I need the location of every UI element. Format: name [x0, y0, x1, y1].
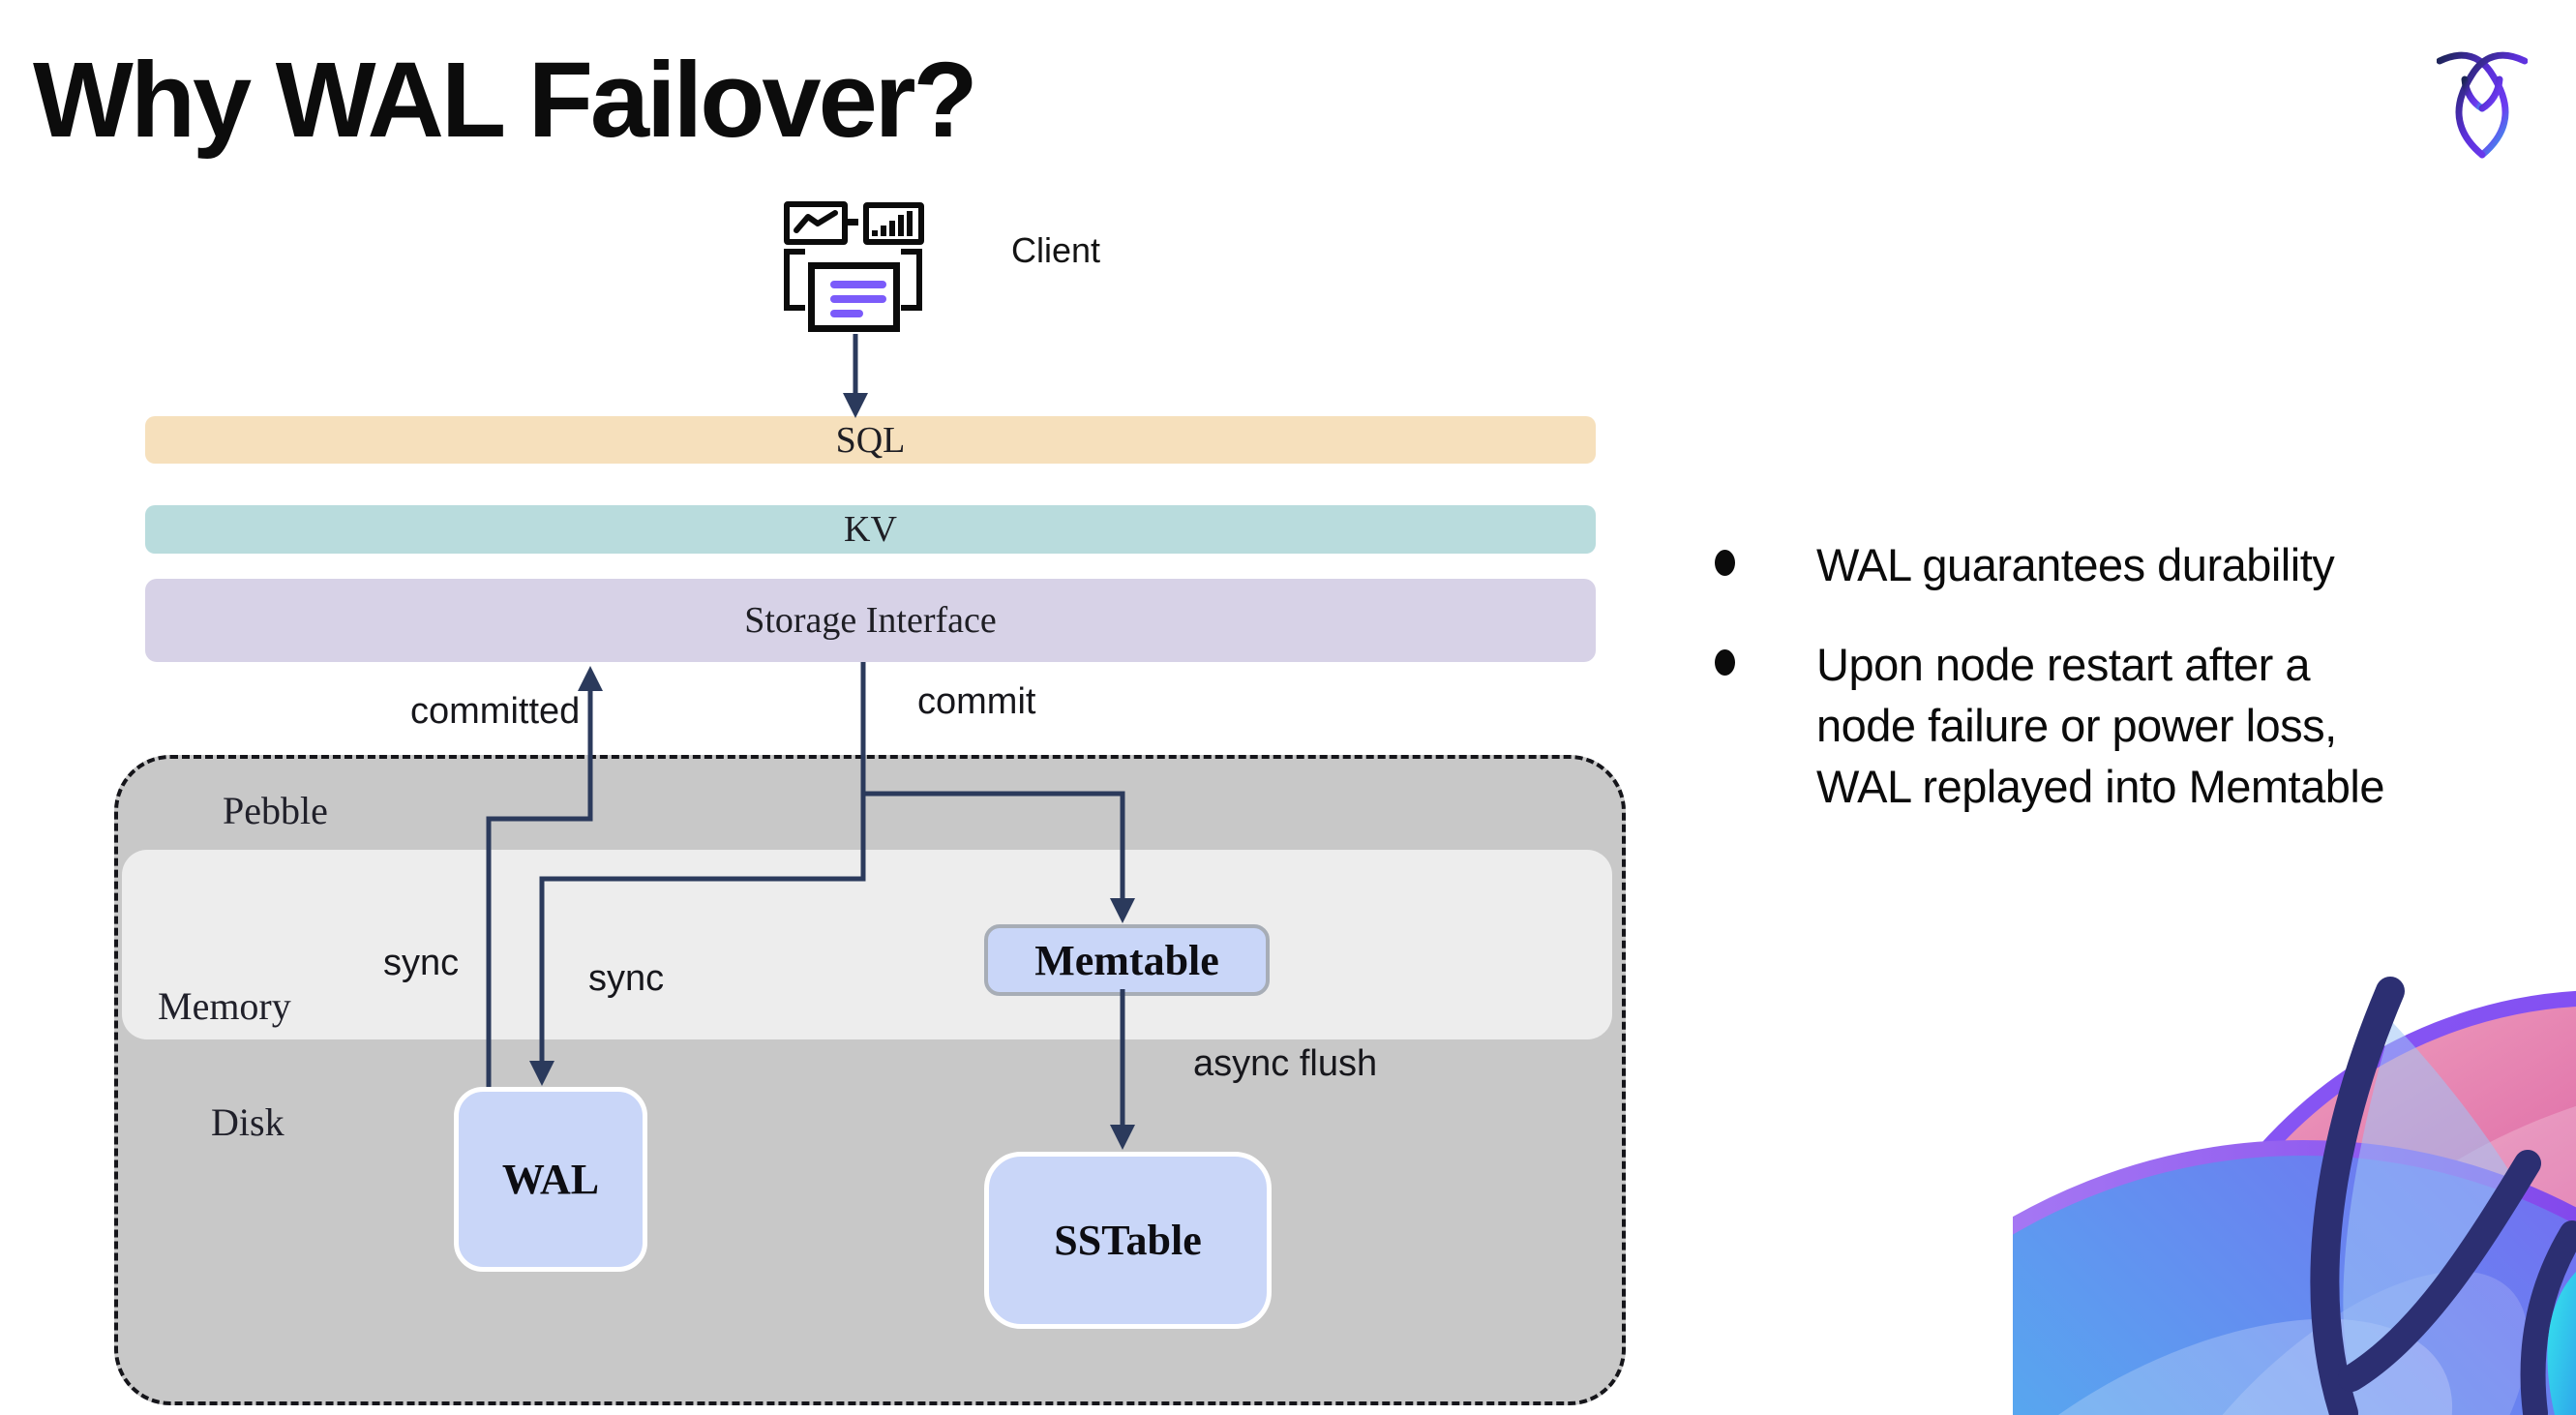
logo-strokes — [2437, 51, 2528, 159]
art-dark-vein — [2520, 1220, 2576, 1415]
layer-bar-sql: SQL — [145, 416, 1596, 464]
art-dark-vein — [2310, 977, 2405, 1415]
right-bracket-icon — [901, 249, 922, 311]
memtable-node: Memtable — [984, 924, 1270, 996]
layer-label-sql: SQL — [835, 419, 906, 461]
layer-label-kv: KV — [844, 509, 897, 550]
cockroachdb-logo-icon — [2437, 51, 2528, 159]
document-line — [830, 281, 886, 288]
corner-brand-artwork — [2013, 977, 2576, 1415]
document-line — [830, 310, 863, 317]
memory-label: Memory — [158, 984, 291, 1028]
bullet-text: Upon node restart after a node failure o… — [1816, 639, 2384, 812]
art-cyan-leaf — [2547, 1272, 2576, 1415]
page-title: Why WAL Failover? — [33, 41, 978, 160]
disk-label: Disk — [211, 1100, 285, 1144]
edge-label-sync-upper: sync — [383, 943, 460, 983]
document-icon — [808, 262, 900, 332]
art-blue-petal — [2013, 1318, 2453, 1415]
memtable-label: Memtable — [1034, 936, 1219, 984]
layer-label-storage-interface: Storage Interface — [744, 600, 997, 641]
sstable-label: SSTable — [1054, 1217, 1202, 1264]
left-bracket-icon — [784, 249, 805, 311]
wal-node: WAL — [454, 1087, 647, 1272]
client-label: Client — [1011, 230, 1101, 270]
pebble-label: Pebble — [223, 789, 328, 832]
art-blue-petal — [2136, 1271, 2529, 1415]
bullet-list: WAL guarantees durability Upon node rest… — [1715, 534, 2566, 856]
edge-label-sync-lower: sync — [588, 958, 665, 999]
bullet-icon — [1715, 649, 1735, 676]
art-leaf-fill — [2343, 1022, 2516, 1370]
list-item: Upon node restart after a node failure o… — [1715, 634, 2566, 817]
arrowhead-down-icon — [843, 393, 868, 418]
edge-label-committed: committed — [410, 691, 581, 732]
edge-label-async-flush: async flush — [1193, 1043, 1378, 1084]
dash-icon — [848, 219, 858, 226]
edge-label-commit: commit — [917, 681, 1036, 722]
document-line — [830, 295, 886, 303]
bullet-icon — [1715, 550, 1735, 576]
arrowhead-up-icon — [578, 666, 603, 691]
layer-bar-kv: KV — [145, 505, 1596, 554]
wal-label: WAL — [501, 1156, 600, 1203]
memory-region — [122, 850, 1612, 1039]
line-chart-icon — [784, 201, 848, 245]
bar-chart-icon — [863, 202, 924, 245]
bullet-text: WAL guarantees durability — [1816, 539, 2335, 590]
art-dark-vein — [2338, 1150, 2541, 1392]
sstable-node: SSTable — [984, 1152, 1272, 1329]
list-item: WAL guarantees durability — [1715, 534, 2566, 595]
layer-bar-storage-interface: Storage Interface — [145, 579, 1596, 662]
